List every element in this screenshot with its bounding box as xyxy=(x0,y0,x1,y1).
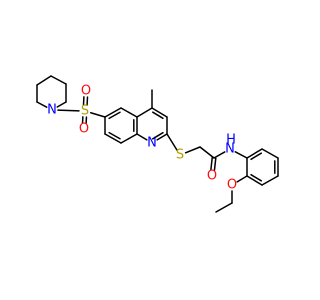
bond-cC-oC-b xyxy=(213,157,217,171)
bond-c2-s2 xyxy=(166,133,178,151)
bond-cC-na xyxy=(213,151,226,159)
bond-c8a-c8 xyxy=(120,133,138,144)
bond-a1-a2-inner xyxy=(250,152,262,161)
sulfonyl-oxygen-bottom-label: O xyxy=(79,122,89,137)
bond-a6-oe xyxy=(236,175,248,183)
bond-c6-c5 xyxy=(104,107,122,118)
bond-c8-c7 xyxy=(104,133,122,144)
bond-p3-p4 xyxy=(50,75,67,85)
bond-cC-oC-a xyxy=(210,157,213,171)
bond-c2-nq-inner xyxy=(152,131,164,140)
bond-c4a-c4 xyxy=(136,107,153,118)
bond-a1-a2 xyxy=(246,148,263,159)
bond-n1-s1 xyxy=(57,109,80,112)
bond-ch2-cC xyxy=(199,146,215,159)
piperidine-nitrogen-label: N xyxy=(47,103,57,118)
bond-a4-a5 xyxy=(261,175,279,186)
bond-na-a1 xyxy=(234,151,248,159)
bond-nq-c8a xyxy=(136,133,148,141)
carbonyl-oxygen-label: O xyxy=(207,169,217,184)
quinoline-nitrogen-label: N xyxy=(147,136,157,151)
bond-c4-c3 xyxy=(151,107,168,118)
sulfonyl-oxygen-top-label: O xyxy=(81,84,91,99)
bond-a2-a3 xyxy=(261,148,279,159)
bond-c5-c4a xyxy=(120,107,138,118)
bond-c2-nq xyxy=(156,133,168,141)
amide-hydrogen-label: H xyxy=(226,133,236,148)
bond-e1-e2 xyxy=(215,202,233,213)
bond-a5-a6 xyxy=(246,175,263,186)
sulfonyl-sulfur-label: S xyxy=(81,104,89,119)
thioether-sulfur-label: S xyxy=(176,148,184,163)
amide-nitrogen-label: N xyxy=(225,142,235,157)
bond-c6-c5-inner xyxy=(108,111,121,120)
bond-n1-p1 xyxy=(36,101,48,108)
ether-oxygen-label: O xyxy=(227,178,237,193)
bond-p5-n1 xyxy=(56,101,67,108)
bond-a5-a6-inner xyxy=(250,173,262,182)
bond-s1-c6 xyxy=(90,111,106,118)
bond-p2-p3 xyxy=(36,75,52,86)
bond-c8-c7-inner xyxy=(108,131,121,140)
bond-s2-ch2 xyxy=(184,146,201,154)
bond-c4-c3-inner xyxy=(152,111,164,120)
